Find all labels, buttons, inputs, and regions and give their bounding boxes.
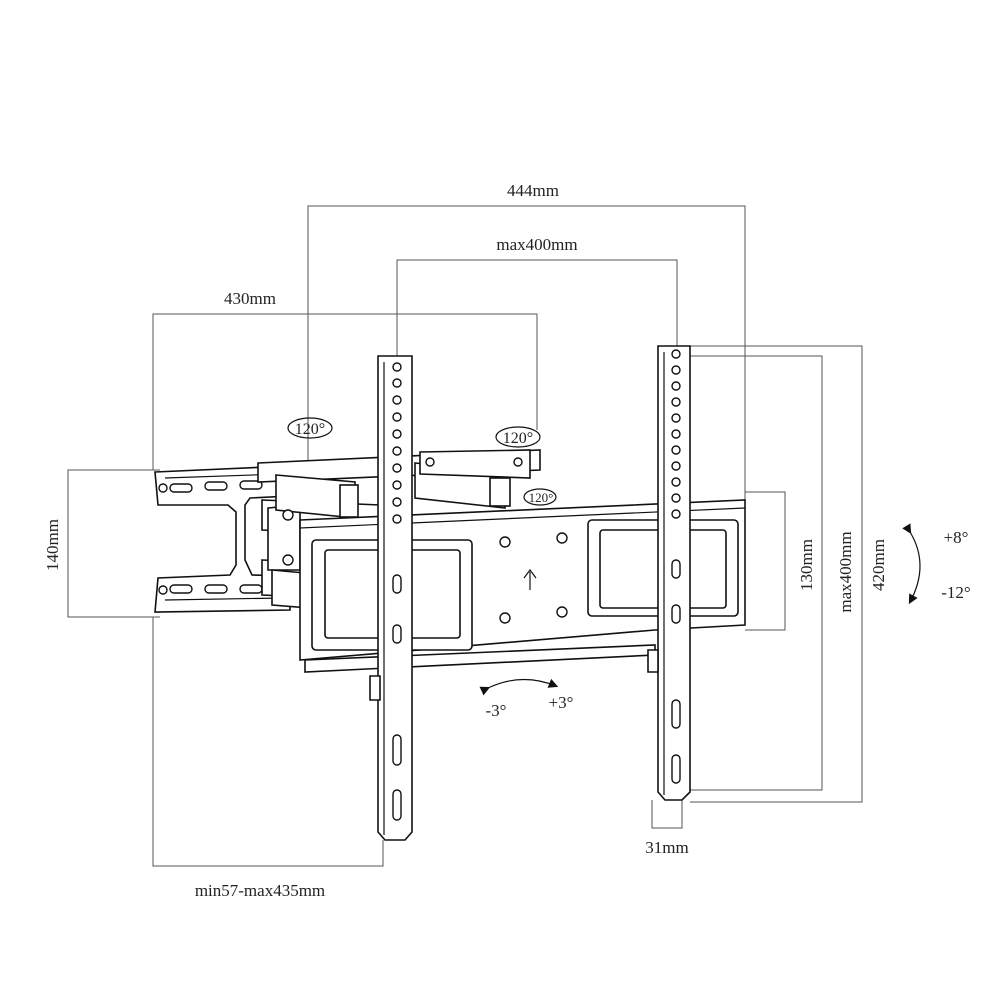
left-rail: [369, 355, 413, 841]
level-minus-label: -3°: [486, 701, 507, 720]
tilt-arrow-icon: [902, 523, 921, 605]
bracket-height-line: [745, 491, 786, 631]
dimension-lines: [67, 205, 863, 867]
bracket-height-label: 130mm: [797, 539, 816, 591]
tilt-down-label: -12°: [941, 583, 970, 602]
rail-height-line: [690, 345, 863, 803]
arm-span-line: [152, 313, 538, 470]
swivel-1-arrow-icon: [287, 417, 333, 439]
rail-width-label: 31mm: [645, 838, 688, 857]
level-plus-label: +3°: [549, 693, 574, 712]
overall-width-label: 444mm: [507, 181, 559, 200]
rail-width-line: [651, 800, 683, 829]
wall-plate: [154, 465, 291, 613]
swivel-1-label: 120°: [295, 421, 325, 438]
swivel-arrows: [287, 417, 921, 696]
level-arrow-icon: [479, 678, 559, 696]
overall-width-line: [307, 205, 746, 620]
swivel-3-label: 120°: [529, 490, 554, 505]
rail-height-label: 420mm: [869, 539, 888, 591]
vesa-height-label: max400mm: [836, 531, 855, 612]
vesa-width-label: max400mm: [496, 235, 577, 254]
swivel-3-arrow-icon: [523, 488, 557, 506]
extension-line: [152, 617, 384, 867]
swivel-2-arrow-icon: [495, 426, 541, 448]
swivel-2-label: 120°: [503, 430, 533, 447]
extension-label: min57-max435mm: [195, 881, 325, 900]
vesa-height-line: [680, 355, 823, 791]
vesa-width-line: [396, 259, 678, 360]
wall-plate-height-line: [67, 469, 160, 618]
wall-plate-height-label: 140mm: [43, 519, 62, 571]
right-rail: [647, 345, 691, 801]
tilt-up-label: +8°: [944, 528, 969, 547]
arm-span-label: 430mm: [224, 289, 276, 308]
